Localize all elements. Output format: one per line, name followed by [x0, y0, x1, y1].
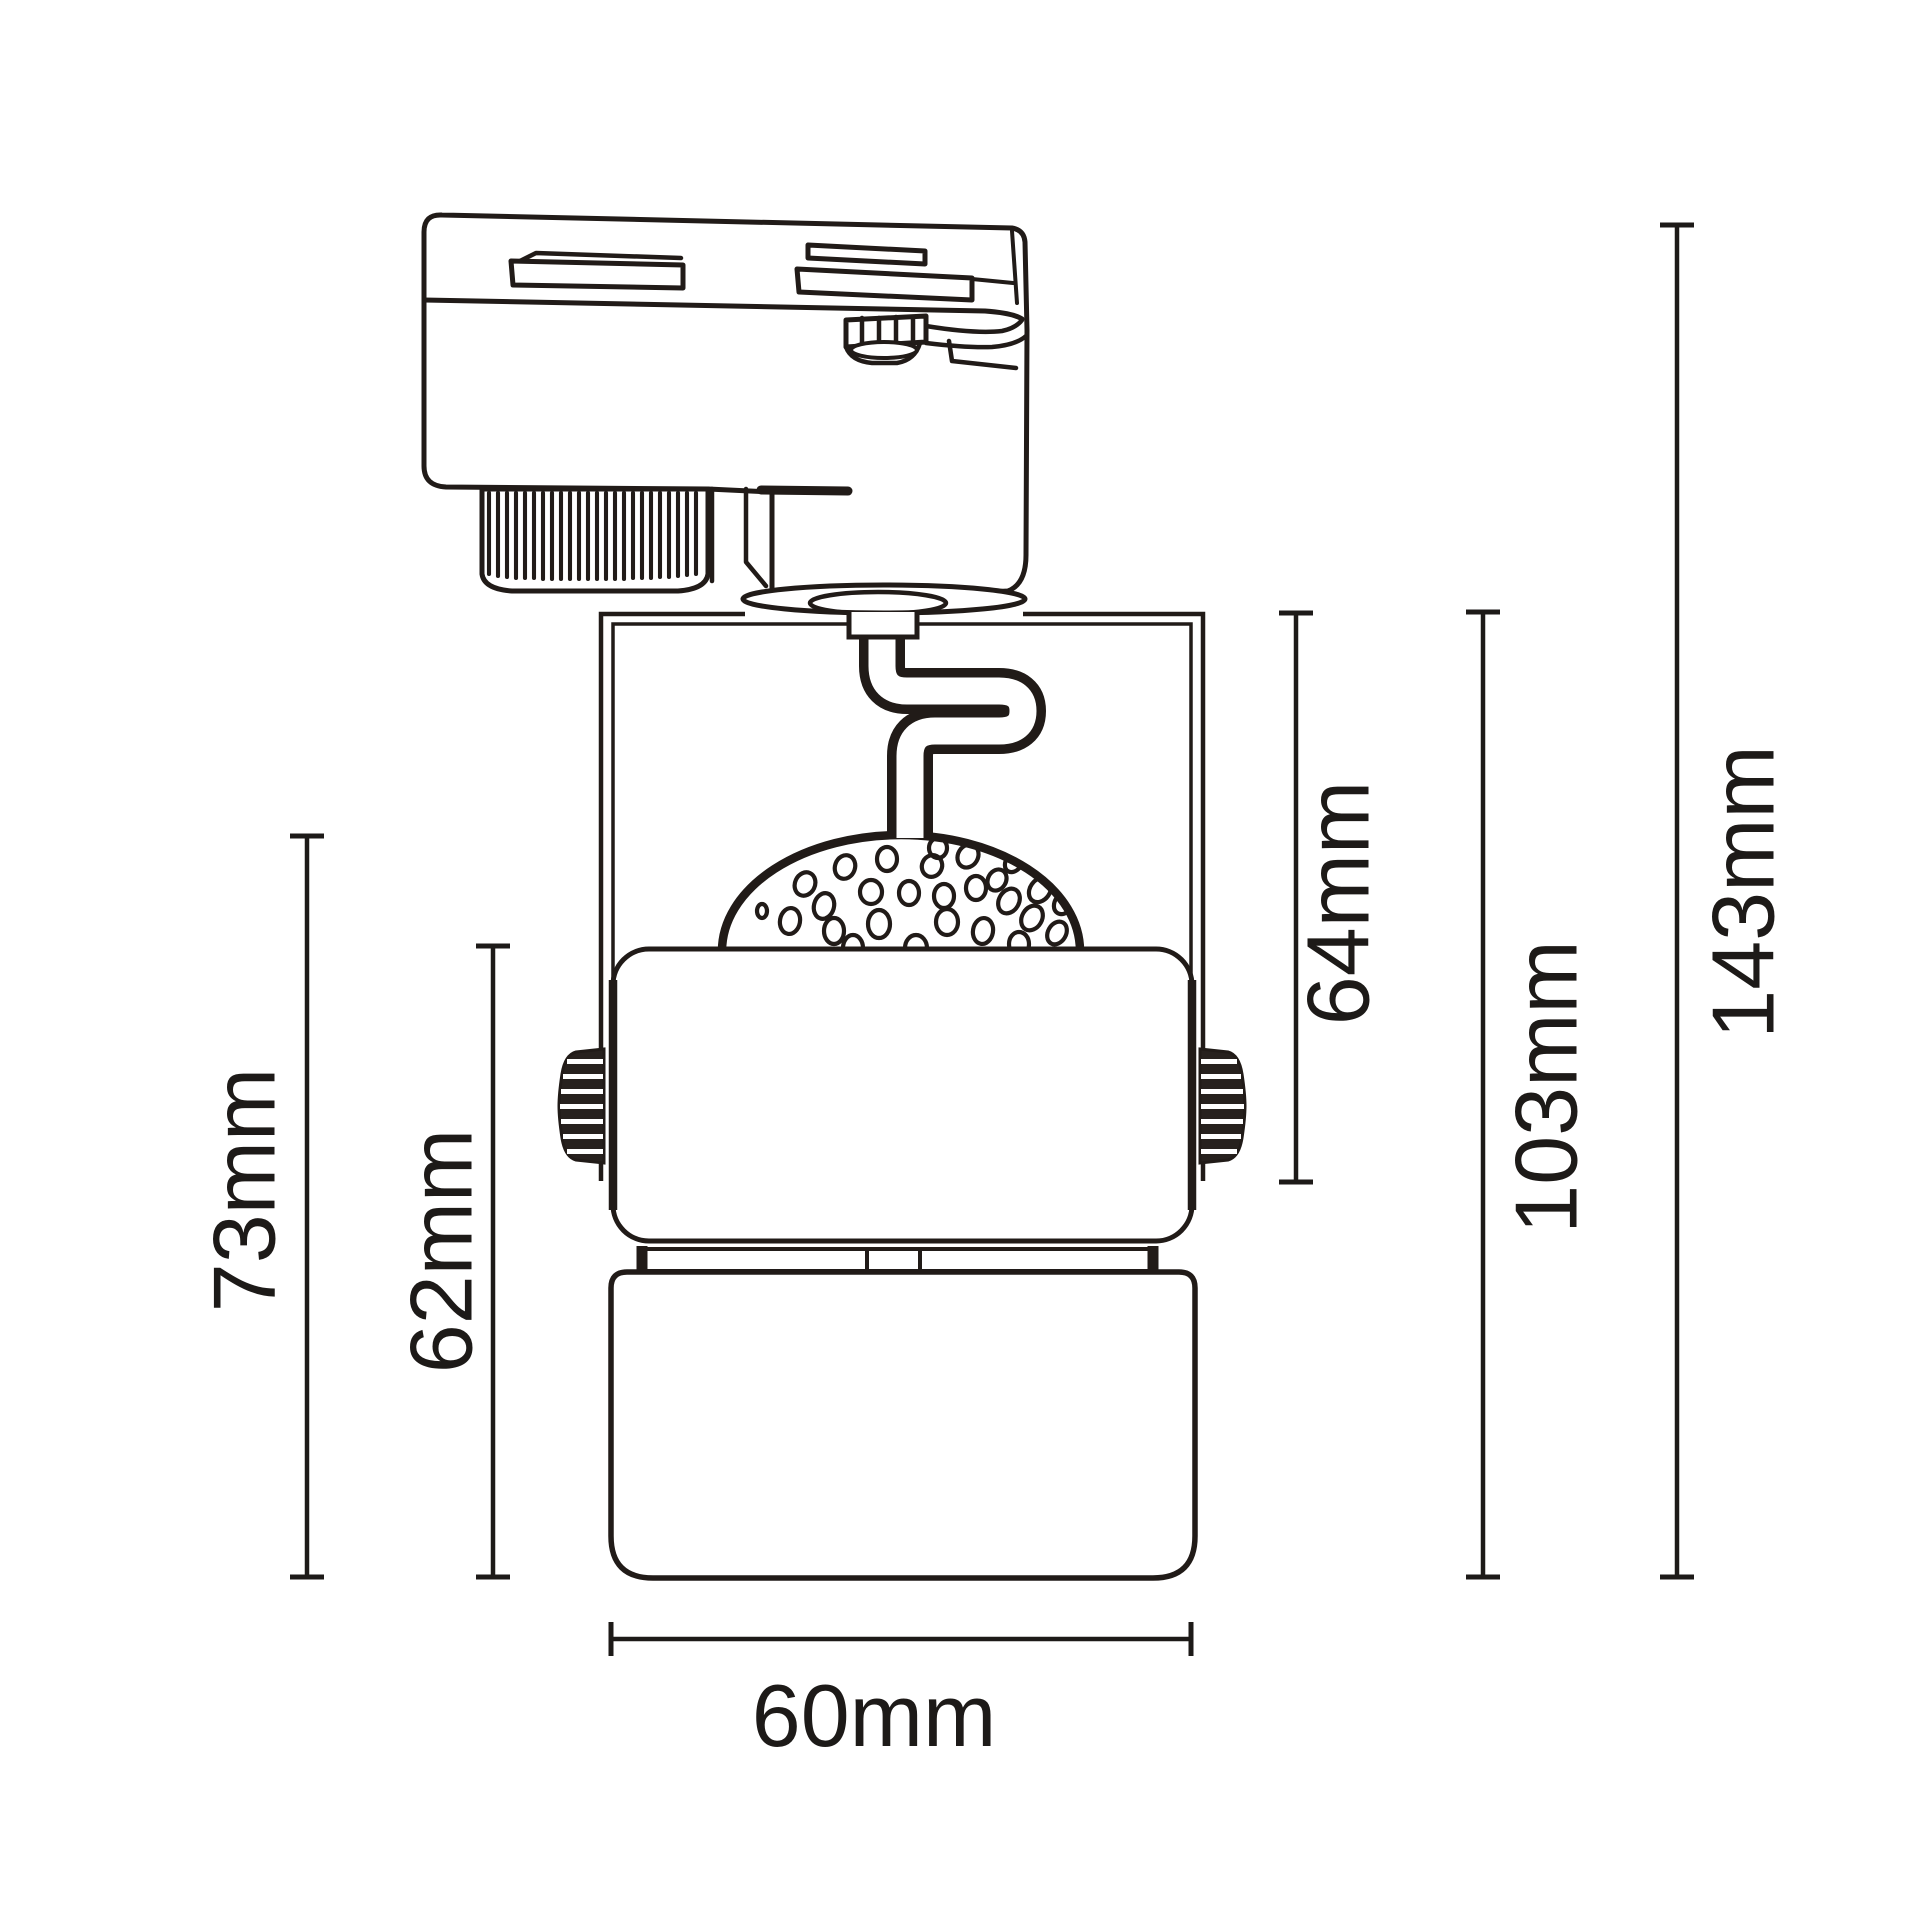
- svg-text:62mm: 62mm: [392, 1129, 491, 1374]
- svg-text:73mm: 73mm: [195, 1068, 294, 1313]
- svg-text:103mm: 103mm: [1497, 940, 1596, 1233]
- svg-text:143mm: 143mm: [1694, 745, 1793, 1038]
- svg-text:64mm: 64mm: [1289, 781, 1388, 1026]
- svg-text:60mm: 60mm: [752, 1666, 997, 1765]
